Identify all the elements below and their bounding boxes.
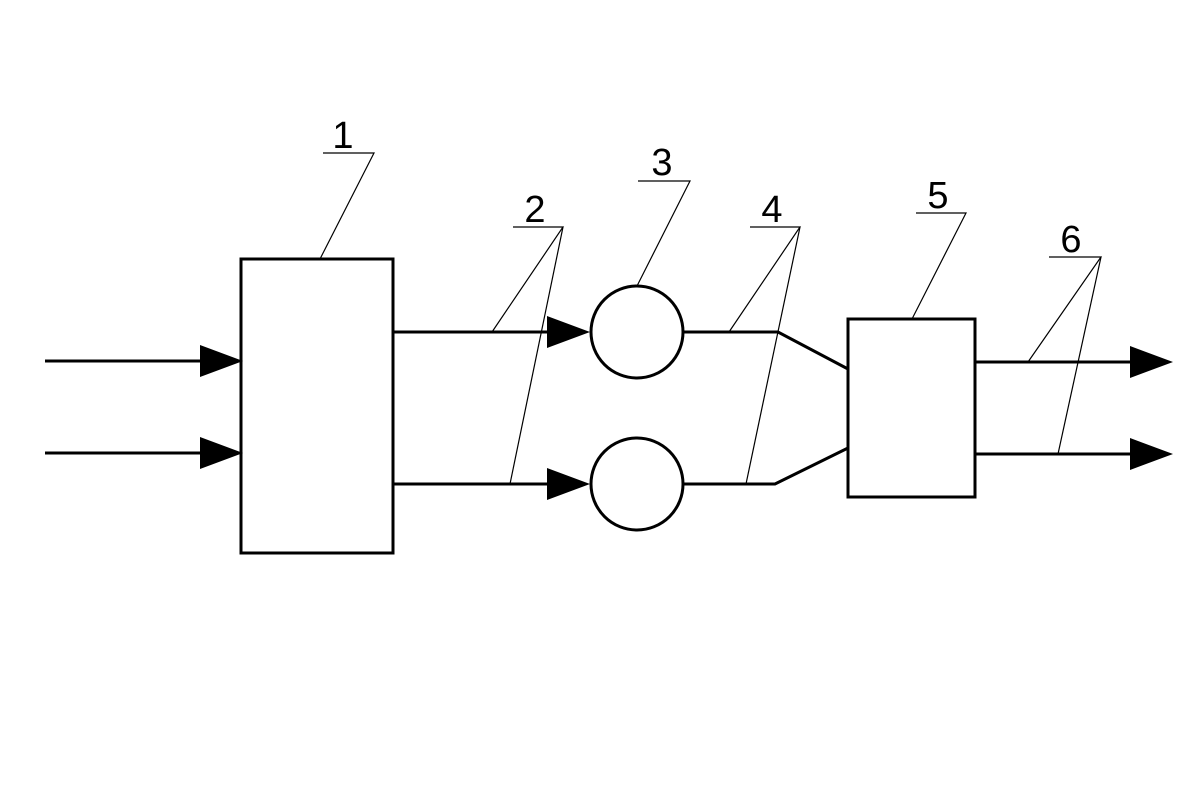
label-3: 3 [651,142,672,184]
output-arrow-top [975,346,1173,378]
label-2: 2 [524,189,545,231]
label-6: 6 [1060,219,1081,261]
leader-2-bottom [509,226,564,485]
leader-3 [636,180,691,287]
leader-1 [319,152,375,260]
connector-4-bottom [683,446,849,486]
block-5 [846,317,977,499]
input-arrow-top [45,345,243,377]
connector-2-bottom [393,468,590,500]
label-4: 4 [761,189,782,231]
input-arrow-bottom [45,437,243,469]
leader-5 [911,212,967,320]
connector-2-top [393,316,590,348]
leader-4-bottom [745,226,801,485]
leader-6-bottom [1057,256,1102,455]
element-3-bottom-circle [589,436,685,532]
label-1: 1 [332,115,353,157]
label-5: 5 [927,175,948,217]
output-arrow-bottom [975,438,1173,470]
connector-4-top [683,330,849,371]
block-1 [239,257,395,555]
element-3-top-circle [589,284,685,380]
